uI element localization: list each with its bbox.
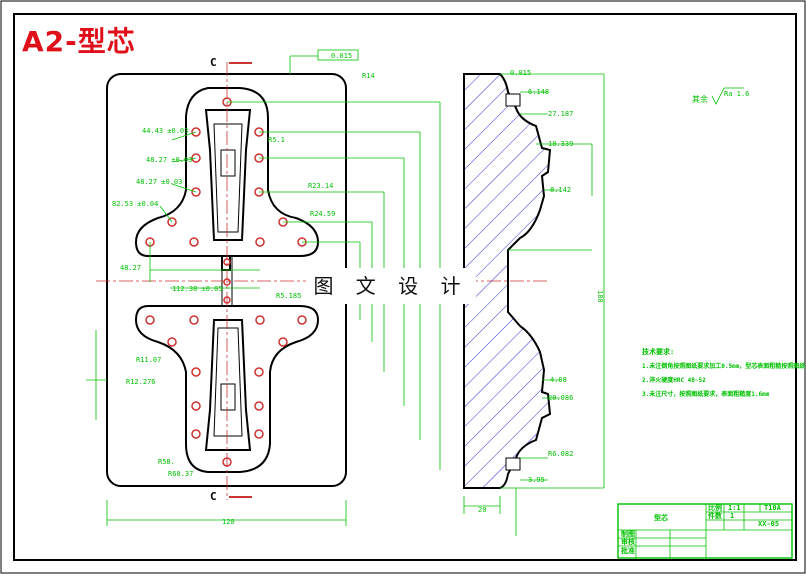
dim-right-3: R23.14: [308, 182, 333, 190]
roughness-value: Ra 1.6: [724, 90, 749, 98]
dim-left-9: R58.: [158, 458, 175, 466]
dim-section-width: 20: [478, 506, 486, 514]
dim-right-1: R14: [362, 72, 375, 80]
upper-slot: [220, 149, 236, 177]
title-block-name: 型芯: [654, 513, 668, 522]
tech-req-1: 1.未注倒角按照图纸要求加工0.5mm，型芯表面粗糙按照图纸: [642, 362, 805, 370]
dim-overall-width: 120: [222, 518, 235, 526]
title-block-qty: 1: [730, 512, 734, 520]
dim-section-8: R6.082: [548, 450, 573, 458]
section-pocket-top: [505, 93, 521, 107]
dim-right-4: R24.59: [310, 210, 335, 218]
title-block-row-2: 审核: [621, 537, 635, 546]
dim-left-4: 82.53 ±0.04: [112, 200, 158, 208]
dim-section-height: 180: [596, 290, 604, 303]
section-dimension-lines: [463, 73, 605, 536]
lower-insert: [204, 319, 252, 451]
upper-insert-inner: [213, 123, 243, 233]
dim-section-2: 6.148: [528, 88, 549, 96]
dim-right-2: R5.1: [268, 136, 285, 144]
title-block-code: XX-05: [758, 520, 779, 528]
bolt-holes: [145, 97, 307, 467]
watermark-text: 图 文 设 计: [306, 268, 476, 304]
tech-req-heading: 技术要求:: [642, 347, 674, 356]
dim-left-3: 48.27 ±0.03: [136, 178, 182, 186]
title-block-scale-label: 比例: [708, 503, 722, 512]
dim-left-5: 48.27: [120, 264, 141, 272]
roughness-symbol: 其余 Ra 1.6: [692, 87, 749, 105]
dim-left-6: 112.38 ±0.05: [172, 285, 223, 293]
drawing-title: A2-型芯: [22, 25, 136, 58]
dim-section-5: 8.142: [550, 186, 571, 194]
title-block-row-1: 制图: [621, 529, 635, 538]
dim-left-7: R11.07: [136, 356, 161, 364]
dim-left-2: 48.27 ±0.03: [146, 156, 192, 164]
title-block: [617, 503, 793, 559]
title-block-scale: 1:1: [728, 504, 741, 512]
dim-section-9: 3.95: [528, 476, 545, 484]
dim-section-3: 27.187: [548, 110, 573, 118]
dim-left-8: R12.276: [126, 378, 156, 386]
roughness-check-icon: [711, 87, 744, 105]
tech-requirements: 技术要求: 1.未注倒角按照图纸要求加工0.5mm，型芯表面粗糙按照图纸 2.淬…: [642, 347, 805, 398]
dim-section-1: 0.015: [510, 69, 531, 77]
tolerance-value-flatness: 0.015: [331, 52, 352, 60]
lower-slot: [220, 383, 236, 411]
roughness-prefix: 其余: [692, 94, 708, 104]
section-mark-top: C: [210, 56, 217, 69]
section-view: [463, 73, 552, 489]
title-block-qty-label: 件数: [708, 511, 723, 520]
tech-req-3: 3.未注尺寸，按照图纸要求，表面粗糙度1.6mm: [642, 390, 770, 398]
inner-frame: [13, 13, 797, 561]
section-pocket-bottom: [505, 457, 521, 471]
section-mark-bottom: C: [210, 490, 217, 503]
dim-left-1: 44.43 ±0.03: [142, 127, 188, 135]
dim-left-10: R60.37: [168, 470, 193, 478]
dim-right-5: R5.185: [276, 292, 301, 300]
upper-insert: [204, 109, 252, 241]
lower-insert-inner: [213, 327, 243, 437]
title-block-row-3: 批准: [621, 546, 635, 555]
dim-section-7: 20.086: [548, 394, 573, 402]
tolerance-frame-flatness: [317, 49, 359, 61]
title-block-material: T10A: [764, 504, 782, 512]
lower-cavity-outline: [134, 305, 320, 473]
tech-req-2: 2.淬火硬度HRC 48~52: [642, 376, 706, 384]
dim-section-4: 18.339: [548, 140, 573, 148]
dim-section-6: 4.08: [550, 376, 567, 384]
